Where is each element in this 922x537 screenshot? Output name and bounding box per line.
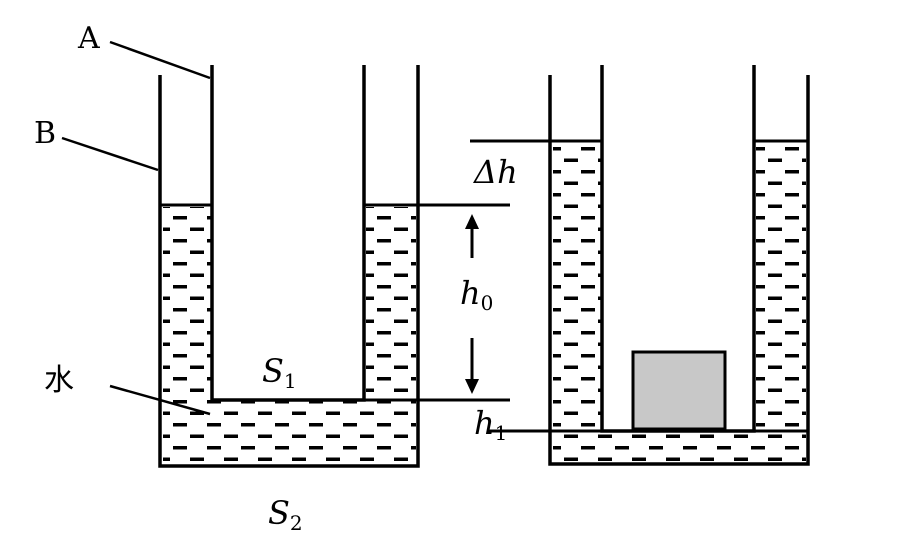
inner-cup-wall xyxy=(210,65,366,402)
left-setup: A B 水 S1 S2 h0 xyxy=(34,21,510,535)
leader-line-b xyxy=(61,136,159,172)
leader-line-water xyxy=(109,384,211,416)
label-delta-h: Δh xyxy=(472,153,518,191)
arrow-up-icon xyxy=(465,214,479,258)
water-bottom xyxy=(163,400,416,466)
right-setup: Δh h1 xyxy=(470,65,810,466)
arrow-down-icon xyxy=(465,338,479,394)
outer-cup-wall xyxy=(158,65,420,468)
water-right-column xyxy=(366,207,416,400)
leader-line-a xyxy=(109,40,211,80)
label-s2: S2 xyxy=(268,494,303,535)
water-left-column xyxy=(163,207,211,400)
water-bottom-2 xyxy=(553,431,806,463)
label-h0: h0 xyxy=(460,274,493,315)
label-s1: S1 xyxy=(262,352,297,393)
water-left-column-2 xyxy=(553,143,601,431)
label-h1: h1 xyxy=(474,404,507,445)
block xyxy=(631,350,727,431)
label-water: 水 xyxy=(44,363,74,398)
water-right-column-2 xyxy=(756,143,806,431)
outer-cup-wall-2 xyxy=(548,75,810,466)
label-a: A xyxy=(77,21,100,56)
label-b: B xyxy=(34,116,56,151)
